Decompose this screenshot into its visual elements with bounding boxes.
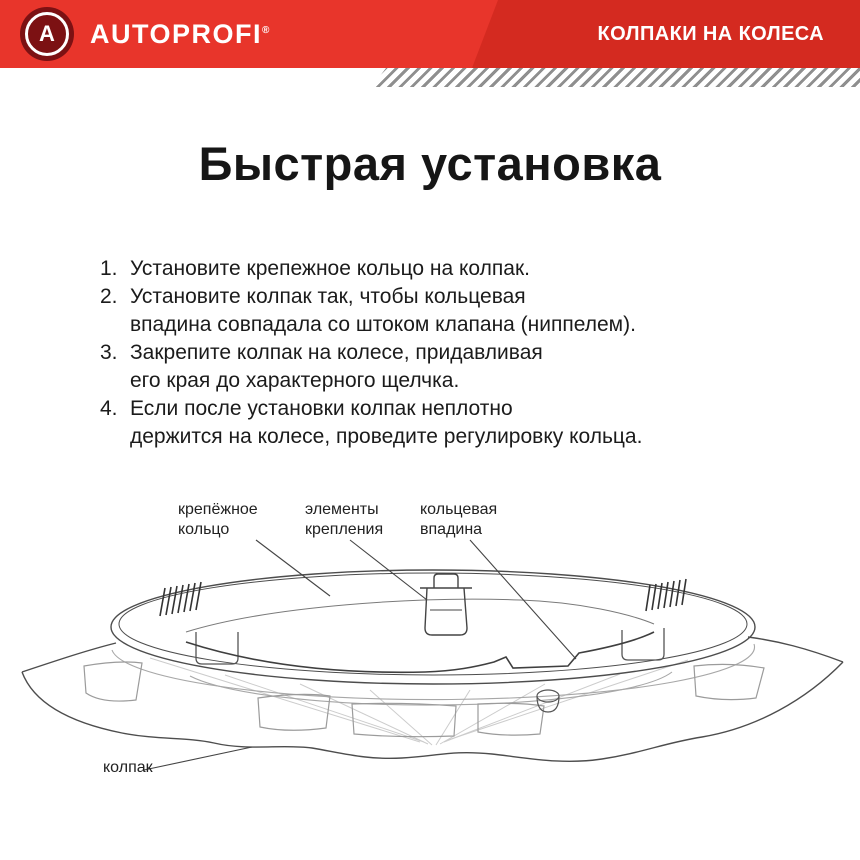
- side-clip-housings: [195, 628, 665, 665]
- center-fastening-clip: [420, 573, 472, 636]
- header-banner: A AUTOPROFI® КОЛПАКИ НА КОЛЕСА: [0, 0, 860, 68]
- spoke-lines: [149, 657, 689, 746]
- cap-body-outline: [21, 636, 844, 763]
- fastening-ring-wire: [185, 598, 655, 674]
- page-title: Быстрая установка: [198, 137, 662, 190]
- brand-name: AUTOPROFI®: [90, 19, 269, 50]
- label-ring-groove: кольцевая впадина: [420, 501, 498, 538]
- autoprofi-logo-icon: A: [20, 7, 74, 61]
- step-text: Закрепите колпак на колесе, придавливая …: [130, 341, 543, 392]
- header-brand-area: A AUTOPROFI®: [0, 0, 498, 68]
- label-fastening-elements: элементы крепления: [305, 501, 384, 538]
- instruction-step-4: 4. Если после установки колпак неплотно …: [100, 395, 800, 451]
- hubcap-diagram: крепёжное кольцо элементы крепления коль…: [0, 490, 860, 850]
- step-text: Установите крепежное кольцо на колпак.: [130, 257, 530, 280]
- instruction-step-2: 2. Установите колпак так, чтобы кольцева…: [100, 283, 800, 339]
- registered-trademark-mark: ®: [262, 24, 270, 36]
- instruction-step-3: 3. Закрепите колпак на колесе, придавлив…: [100, 339, 800, 395]
- cap-rim: [110, 569, 756, 685]
- hubcap-technical-drawing: [21, 539, 844, 771]
- label-fastening-ring: крепёжное кольцо: [178, 501, 258, 538]
- step-text: Если после установки колпак неплотно дер…: [130, 397, 643, 448]
- label-cap: колпак: [103, 759, 153, 776]
- banner-title: КОЛПАКИ НА КОЛЕСА: [597, 22, 824, 45]
- hatch-stripe-decoration: [372, 68, 860, 87]
- logo-letter: A: [25, 12, 69, 56]
- instruction-step-1: 1. Установите крепежное кольцо на колпак…: [100, 255, 800, 283]
- step-number: 2.: [100, 285, 118, 308]
- spoke-openings: [83, 661, 765, 738]
- brand-text: AUTOPROFI: [90, 18, 263, 49]
- step-text: Установите колпак так, чтобы кольцевая в…: [130, 285, 636, 336]
- left-spring-coil: [159, 581, 202, 617]
- step-number: 4.: [100, 397, 118, 420]
- label-leader-lines: [143, 539, 577, 771]
- right-spring-coil: [645, 578, 687, 612]
- step-number: 3.: [100, 341, 118, 364]
- valve-stem-cup: [536, 689, 560, 713]
- instruction-list: 1. Установите крепежное кольцо на колпак…: [100, 255, 800, 451]
- step-number: 1.: [100, 257, 118, 280]
